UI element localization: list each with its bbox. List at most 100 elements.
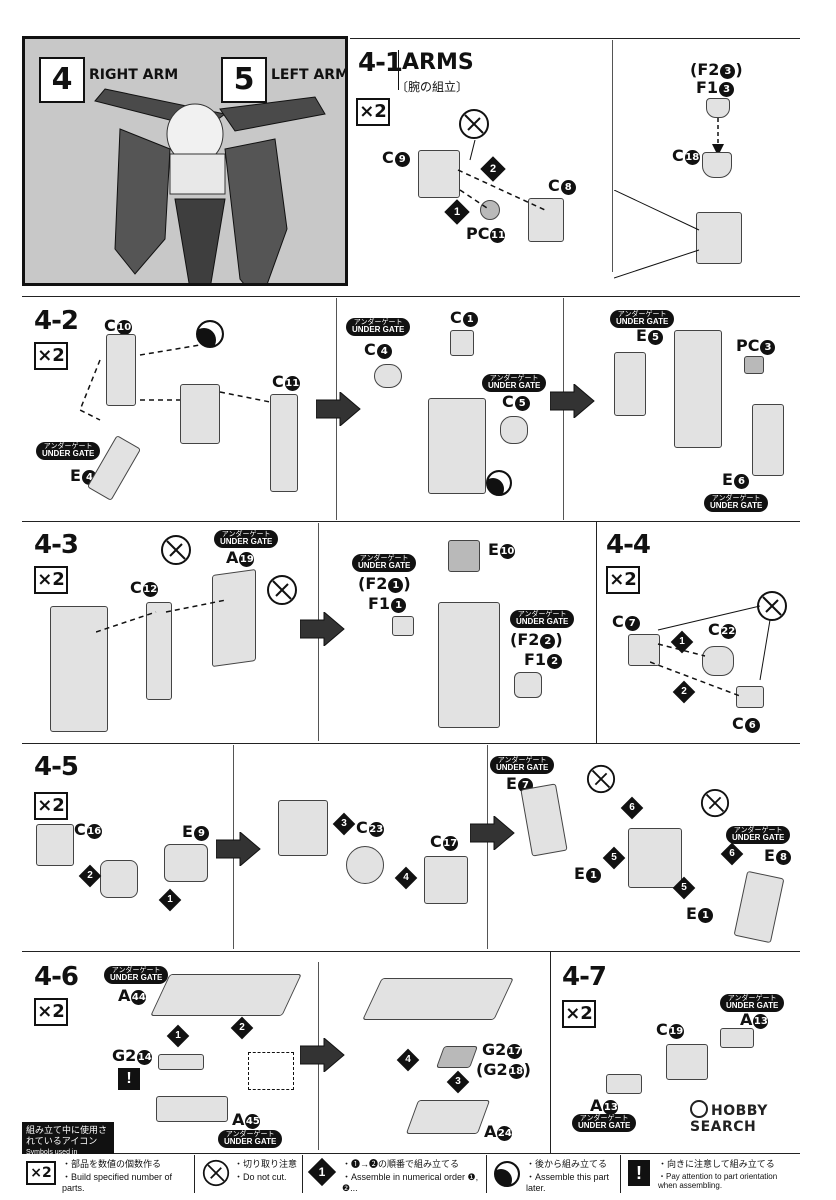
part-c19 bbox=[666, 1044, 708, 1080]
order-5-icon-b: 5 bbox=[672, 876, 696, 900]
part-c16 bbox=[100, 860, 138, 898]
qty-badge-4-6: ×2 bbox=[34, 998, 68, 1026]
part-c10 bbox=[106, 334, 136, 406]
legend-nocut-icon bbox=[202, 1159, 230, 1187]
step-4-1-number: 4-1 bbox=[358, 48, 403, 78]
part-c4 bbox=[374, 364, 402, 388]
header-panel: 4 RIGHT ARM 5 LEFT ARM bbox=[22, 36, 348, 286]
part-c22 bbox=[702, 646, 734, 676]
sep-4-1 bbox=[612, 40, 613, 272]
nocut-icon-4-1 bbox=[459, 109, 489, 139]
step4-title: RIGHT ARM bbox=[89, 67, 179, 83]
detail-box-4-6 bbox=[248, 1052, 294, 1090]
part-arm-4-2c bbox=[674, 330, 722, 448]
order-2-icon: 2 bbox=[480, 156, 506, 182]
part-c9 bbox=[418, 150, 460, 198]
part-a45 bbox=[156, 1096, 228, 1122]
step5-badge: 5 bbox=[221, 57, 267, 103]
assembly-lines-4-4 bbox=[650, 605, 771, 697]
part-a44 bbox=[150, 974, 302, 1016]
later-icon-4-2b bbox=[486, 470, 512, 496]
legend-later-en: ・Assemble this part later. bbox=[526, 1172, 610, 1193]
legend-item-later: ・後から組み立てる ・Assemble this part later. bbox=[490, 1157, 620, 1193]
assembly-lines-4-3 bbox=[96, 599, 227, 633]
part-c18 bbox=[702, 152, 732, 178]
sep-4-5b bbox=[487, 745, 488, 949]
step-4-2-number: 4-2 bbox=[34, 306, 79, 336]
divider-row1 bbox=[22, 296, 800, 297]
arm-illustration bbox=[94, 88, 326, 283]
watermark: HOBBY SEARCH bbox=[690, 1100, 836, 1135]
nocut-icon-4-5a bbox=[586, 764, 616, 794]
part-a24 bbox=[405, 1100, 491, 1134]
step-4-6-number: 4-6 bbox=[34, 962, 79, 992]
legend-order-en: ・Assemble in numerical order ❶, ❷... bbox=[342, 1172, 479, 1193]
qty-badge-4-2: ×2 bbox=[34, 342, 68, 370]
part-e8 bbox=[733, 870, 785, 944]
legend-qty-en: ・Build specified number of parts. bbox=[62, 1172, 173, 1193]
legend-item-qty: ×2 ・部品を数値の個数作る ・Build specified number o… bbox=[22, 1157, 192, 1193]
order-6-icon-b: 6 bbox=[720, 842, 744, 866]
part-c11 bbox=[270, 394, 298, 492]
legend-later-jp: ・後から組み立てる bbox=[526, 1159, 608, 1169]
order-1-icon-4-6: 1 bbox=[166, 1024, 190, 1048]
part-e10 bbox=[448, 540, 480, 572]
part-c16-base bbox=[36, 824, 74, 866]
zoom-lines-4-1 bbox=[614, 190, 700, 279]
order-1-icon-4-5: 1 bbox=[158, 888, 182, 912]
part-arm-4-3b bbox=[438, 602, 500, 728]
part-pc3 bbox=[744, 356, 764, 374]
part-f1-3 bbox=[706, 98, 730, 118]
order-2-icon-4-5: 2 bbox=[78, 864, 102, 888]
divider-row2 bbox=[22, 521, 800, 522]
part-c1 bbox=[450, 330, 474, 356]
part-a44-assembled bbox=[362, 978, 514, 1020]
legend-qty-icon: ×2 bbox=[26, 1161, 56, 1185]
part-c12 bbox=[146, 602, 172, 700]
legend-sep4 bbox=[620, 1155, 621, 1193]
legend-later-icon bbox=[494, 1161, 520, 1187]
part-arm-assembled-4-1 bbox=[696, 212, 742, 264]
legend-nocut-en: ・Do not cut. bbox=[234, 1172, 287, 1182]
flow-arrow-4-3 bbox=[300, 612, 345, 646]
qty-badge-4-1: ×2 bbox=[356, 98, 390, 126]
legend-sep1 bbox=[194, 1155, 195, 1193]
legend-order-jp: ・❶→❷の順番で組み立てる bbox=[342, 1159, 460, 1169]
part-e6 bbox=[752, 404, 784, 476]
legend-item-orientation: ! ・向きに注意して組み立てる ・Pay attention to part o… bbox=[624, 1157, 800, 1191]
part-a13b bbox=[606, 1074, 642, 1094]
legend-title-jp: 組み立て中に使用されているアイコン bbox=[26, 1125, 108, 1146]
part-e5 bbox=[614, 352, 646, 416]
divider-4-7 bbox=[550, 951, 551, 1153]
step5-title: LEFT ARM bbox=[271, 67, 348, 83]
legend-order-icon: 1 bbox=[307, 1157, 337, 1187]
part-g2-14 bbox=[158, 1054, 204, 1070]
part-c17 bbox=[424, 856, 468, 904]
